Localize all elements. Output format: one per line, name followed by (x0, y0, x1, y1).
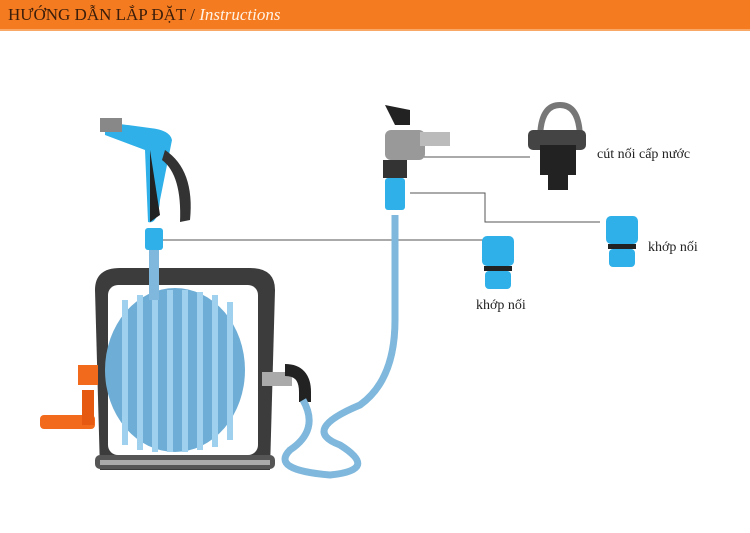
title-vi: HƯỚNG DẪN LẮP ĐẶT (8, 5, 186, 24)
page-title: HƯỚNG DẪN LẮP ĐẶT / Instructions (8, 5, 280, 25)
leader-lines (160, 156, 600, 241)
header-bar: HƯỚNG DẪN LẮP ĐẶT / Instructions (0, 0, 750, 31)
hose-reel (40, 268, 275, 470)
label-faucet-connector: cút nối cấp nước (597, 147, 691, 162)
faucet-connector-part (528, 101, 586, 190)
spray-gun (100, 118, 191, 223)
title-separator: / (186, 5, 200, 24)
label-connector-left: khớp nối (476, 298, 526, 313)
faucet (383, 105, 450, 210)
connector-right-part (606, 216, 638, 267)
title-en: Instructions (199, 5, 281, 24)
connector-left-part (482, 236, 514, 289)
label-connector-right: khớp nối (648, 240, 698, 255)
